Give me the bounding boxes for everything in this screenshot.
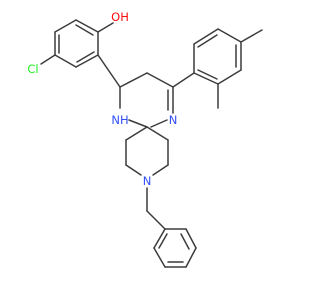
hydroxyl-label: OH	[111, 10, 129, 24]
bond	[75, 24, 94, 36]
bond	[153, 228, 166, 249]
bond	[185, 228, 197, 249]
bond	[125, 164, 142, 176]
bond	[152, 164, 169, 176]
bond	[217, 69, 242, 85]
bond	[217, 28, 242, 43]
bond	[193, 28, 219, 45]
bond	[153, 247, 166, 268]
bond	[40, 54, 56, 65]
bond	[97, 22, 114, 33]
bond	[180, 233, 190, 250]
piperidine-n-label: N	[143, 174, 152, 188]
bond	[185, 247, 197, 268]
bond	[197, 34, 218, 48]
bond	[146, 126, 169, 141]
atom-labels: OH Cl NH N N	[27, 10, 177, 188]
bond	[146, 72, 174, 88]
bond	[128, 119, 148, 128]
bond	[197, 69, 218, 80]
bond	[158, 233, 168, 249]
bond	[125, 126, 148, 141]
bond	[54, 19, 77, 33]
bond	[193, 72, 219, 85]
bond	[97, 54, 121, 88]
bond	[75, 19, 99, 33]
bond-lines	[40, 19, 263, 268]
bond	[119, 72, 148, 88]
amine-nh-label: NH	[111, 113, 128, 127]
bond	[75, 54, 99, 68]
imine-n-label: N	[169, 113, 178, 127]
bond	[54, 54, 77, 68]
bond	[150, 119, 168, 128]
bond	[240, 29, 263, 43]
bond	[76, 51, 95, 63]
chemical-structure-diagram: OH Cl NH N N	[27, 10, 263, 268]
bond	[172, 72, 195, 88]
chlorine-label: Cl	[27, 62, 38, 76]
bond	[146, 210, 166, 230]
